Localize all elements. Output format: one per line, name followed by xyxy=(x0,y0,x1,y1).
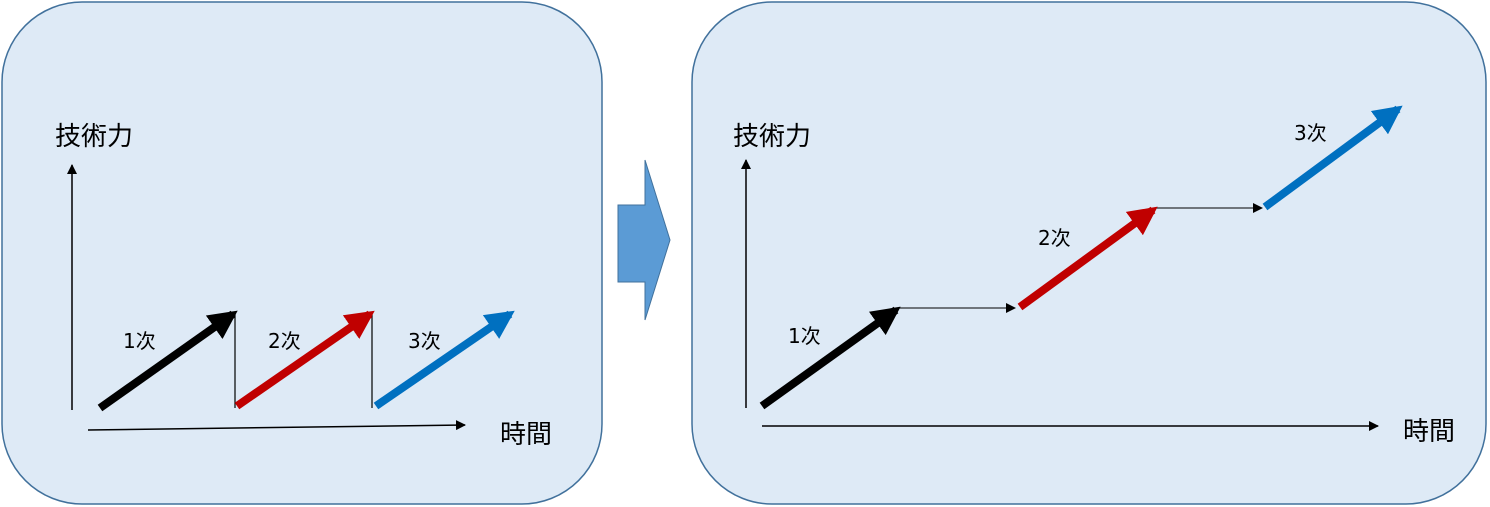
stage-1-label: 1次 xyxy=(788,324,821,348)
stage-2-label: 2次 xyxy=(1038,226,1071,250)
stage-2-label: 2次 xyxy=(268,329,301,353)
stage-1-arrow xyxy=(97,310,238,412)
transition-arrow xyxy=(617,159,671,321)
stage-1-arrow xyxy=(759,306,901,410)
left-panel: 技術力 時間 1次 2次 3次 xyxy=(1,1,603,505)
y-axis-label: 技術力 xyxy=(733,122,811,152)
left-panel-background xyxy=(1,1,603,505)
stage-3-arrow xyxy=(373,310,515,410)
x-axis-label: 時間 xyxy=(500,420,552,450)
y-axis-label: 技術力 xyxy=(55,122,133,152)
stage-3-label: 3次 xyxy=(408,329,441,353)
stage-2-arrow xyxy=(1017,206,1158,311)
x-axis xyxy=(87,420,466,431)
stage-3-label: 3次 xyxy=(1294,121,1327,145)
stage-3-arrow xyxy=(1262,105,1403,211)
stage-2-arrow xyxy=(234,310,375,410)
right-panel: 技術力 時間 1次 2次 3次 xyxy=(691,1,1487,505)
stage-1-label: 1次 xyxy=(123,329,156,353)
x-axis-label: 時間 xyxy=(1403,417,1455,447)
